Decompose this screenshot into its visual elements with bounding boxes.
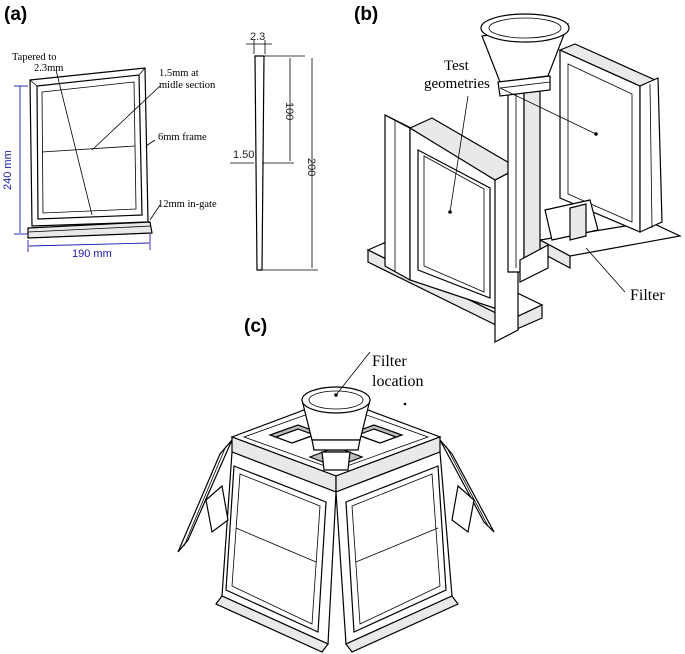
height-dimension: 240 mm bbox=[2, 150, 14, 190]
frame-label: 6mm frame bbox=[158, 132, 207, 143]
test-geometries-label-line2: geometries bbox=[424, 76, 490, 92]
top-thickness-dim: 2.3 bbox=[250, 31, 265, 43]
panel-a-label: (a) bbox=[4, 4, 27, 25]
test-geometries-leader-left bbox=[449, 95, 469, 213]
midsection-label: 1.5mm at bbox=[159, 68, 199, 79]
tapered-label: Tapered to bbox=[12, 52, 56, 63]
panel-a: (a) 240 mm 190 mm bbox=[2, 4, 318, 271]
plate-dimensions: 240 mm 190 mm bbox=[2, 85, 151, 260]
assembly-c-drawing bbox=[177, 386, 495, 653]
filter-location-leader bbox=[335, 351, 371, 396]
filter-label: Filter bbox=[630, 287, 665, 304]
upper-length-dim: 100 bbox=[283, 102, 295, 120]
test-geometry-point-right bbox=[594, 132, 598, 136]
test-geometries-leader-right bbox=[499, 87, 597, 135]
midsection-value: midle section bbox=[159, 80, 216, 91]
panel-b-label: (b) bbox=[354, 4, 378, 25]
ingate-label: 12mm in-gate bbox=[158, 199, 217, 210]
assembly-b-drawing bbox=[366, 13, 682, 343]
filter-location-label-line1: Filter bbox=[372, 353, 407, 370]
tapered-value: 2.3mm bbox=[34, 63, 63, 74]
cross-section-drawing: 2.3 100 200 1.50 bbox=[230, 31, 318, 271]
mid-thickness-dim: 1.50 bbox=[233, 149, 254, 161]
panel-c: (c) bbox=[177, 316, 495, 653]
panel-a-leaders bbox=[55, 69, 161, 221]
filter-location-label-line2: location bbox=[372, 373, 424, 390]
panel-b: (b) bbox=[354, 4, 682, 343]
test-geometries-label-line1: Test bbox=[444, 58, 470, 74]
test-plate-drawing bbox=[27, 67, 153, 239]
width-dimension: 190 mm bbox=[72, 248, 112, 260]
overall-length-dim: 200 bbox=[305, 158, 317, 176]
panel-c-label: (c) bbox=[244, 316, 267, 337]
filter-leader bbox=[585, 247, 626, 293]
filter-location-point bbox=[334, 393, 338, 397]
stray-dot bbox=[403, 402, 407, 406]
test-geometry-point-left bbox=[448, 210, 452, 214]
